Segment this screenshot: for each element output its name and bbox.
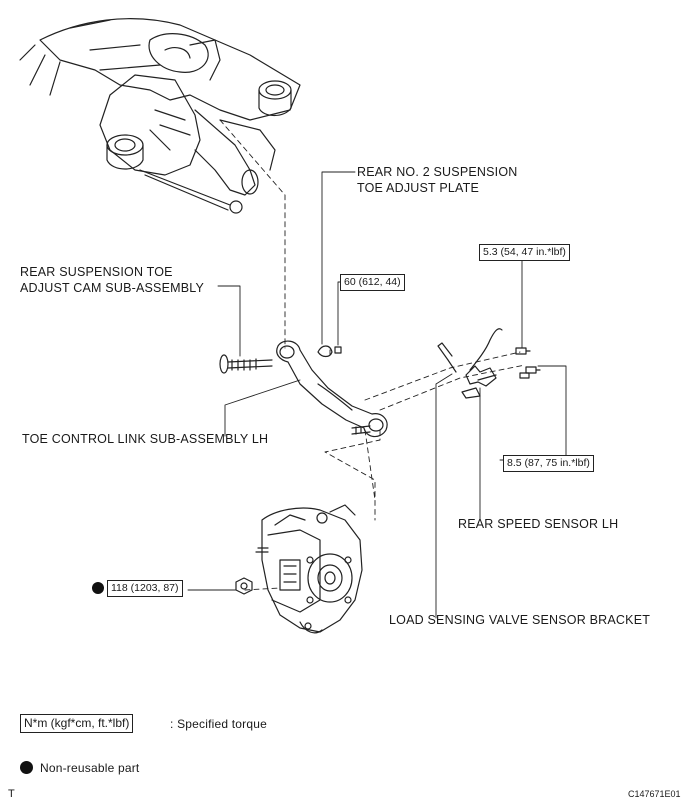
legend-torque-text: : Specified torque [170, 717, 267, 731]
speed-sensor-drawing [437, 328, 541, 399]
torque-spec-box: 8.5 (87, 75 in.*lbf) [503, 455, 594, 472]
alignment-dashed-lines [219, 119, 526, 591]
toe-control-link-drawing [219, 340, 388, 438]
torque-spec-box: 118 (1203, 87) [107, 580, 183, 597]
load-sensing-valve-bracket-label: LOAD SENSING VALVE SENSOR BRACKET [389, 613, 651, 627]
suspension-member-drawing [19, 18, 301, 214]
legend-torque-box: N*m (kgf*cm, ft.*lbf) [20, 714, 134, 733]
rear-speed-sensor-label: REAR SPEED SENSOR LH [458, 517, 619, 531]
torque-spec-box: 5.3 (54, 47 in.*lbf) [479, 244, 570, 261]
non-reusable-dot-icon [92, 582, 104, 594]
toe-cam-label-line2: ADJUST CAM SUB-ASSEMBLY [20, 281, 205, 295]
leader-lines [187, 171, 567, 619]
toe-control-link-label: TOE CONTROL LINK SUB-ASSEMBLY LH [22, 432, 269, 446]
legend-non-reusable-dot-icon [20, 761, 33, 774]
toe-cam-label-line1: REAR SUSPENSION TOE [20, 265, 173, 279]
axle-carrier-drawing [235, 504, 363, 634]
torque-spec-box: 60 (612, 44) [340, 274, 405, 291]
toe-adjust-plate-label-line1: REAR NO. 2 SUSPENSION [357, 165, 518, 179]
figure-id: C147671E01 [628, 789, 681, 799]
legend-non-reusable-text: Non-reusable part [40, 761, 140, 775]
toe-adjust-plate-label-line2: TOE ADJUST PLATE [357, 181, 479, 195]
corner-marker: T [8, 788, 15, 800]
